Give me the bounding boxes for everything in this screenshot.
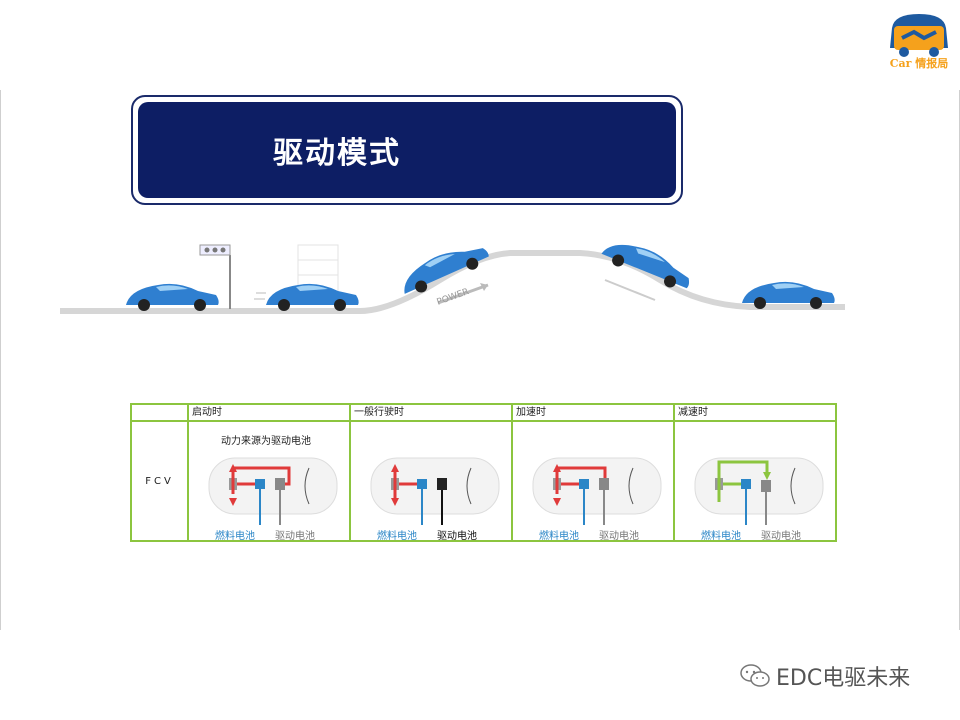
wechat-icon xyxy=(740,664,770,687)
table-row: FCV 动力来源为驱动电池 燃料电池 驱动电池 xyxy=(130,420,837,542)
cruise-battery-label: 驱动电池 xyxy=(437,531,477,542)
wechat-account-name: EDC电驱未来 xyxy=(776,666,911,691)
car-decelerate-icon xyxy=(601,244,690,289)
car-start-icon xyxy=(126,283,219,311)
traffic-light-icon xyxy=(199,244,231,309)
driving-scene-illustration: POWER xyxy=(60,244,845,314)
logo-text: Car 情报局 xyxy=(889,57,949,70)
decelerate-fuel-cell-label: 燃料电池 xyxy=(701,531,741,542)
cell-cruise: 燃料电池 驱动电池 xyxy=(349,420,513,542)
cell-decelerate: 燃料电池 驱动电池 xyxy=(673,420,837,542)
header-accelerate: 加速时 xyxy=(511,403,675,422)
car-stop-icon xyxy=(742,281,835,309)
table-header-row: 启动时 一般行驶时 加速时 减速时 xyxy=(130,403,837,422)
start-battery-label: 驱动电池 xyxy=(275,531,315,542)
start-flow-diagram xyxy=(208,457,338,525)
row-label-fcv: FCV xyxy=(130,420,189,542)
title-banner-fill: 驱动模式 xyxy=(138,102,676,198)
decelerate-flow-diagram xyxy=(694,457,824,525)
start-note: 动力来源为驱动电池 xyxy=(221,436,311,447)
page-title: 驱动模式 xyxy=(273,136,401,171)
car-accelerate-icon xyxy=(404,248,489,294)
header-cruise: 一般行驶时 xyxy=(349,403,513,422)
decel-arrow-icon xyxy=(604,279,656,301)
car-info-logo-icon xyxy=(890,14,948,57)
title-banner: 驱动模式 xyxy=(131,95,683,205)
power-arrow-icon: POWER xyxy=(436,283,489,308)
cell-accelerate: 燃料电池 驱动电池 xyxy=(511,420,675,542)
decelerate-battery-label: 驱动电池 xyxy=(761,531,801,542)
header-start: 启动时 xyxy=(187,403,351,422)
cruise-fuel-cell-label: 燃料电池 xyxy=(377,531,417,542)
start-fuel-cell-label: 燃料电池 xyxy=(215,531,255,542)
accelerate-flow-diagram xyxy=(532,457,662,525)
cruise-flow-diagram xyxy=(370,457,500,525)
wechat-watermark: EDC电驱未来 xyxy=(740,660,910,692)
power-label: POWER xyxy=(436,287,471,308)
accelerate-battery-label: 驱动电池 xyxy=(599,531,639,542)
drive-mode-table: 启动时 一般行驶时 加速时 减速时 FCV 动力来源为驱动电池 燃料电池 驱动电… xyxy=(130,403,837,542)
cell-start: 动力来源为驱动电池 燃料电池 驱动电池 xyxy=(187,420,351,542)
header-corner xyxy=(130,403,189,422)
car-cruise-icon xyxy=(254,283,359,311)
header-decelerate: 减速时 xyxy=(673,403,837,422)
accelerate-fuel-cell-label: 燃料电池 xyxy=(539,531,579,542)
